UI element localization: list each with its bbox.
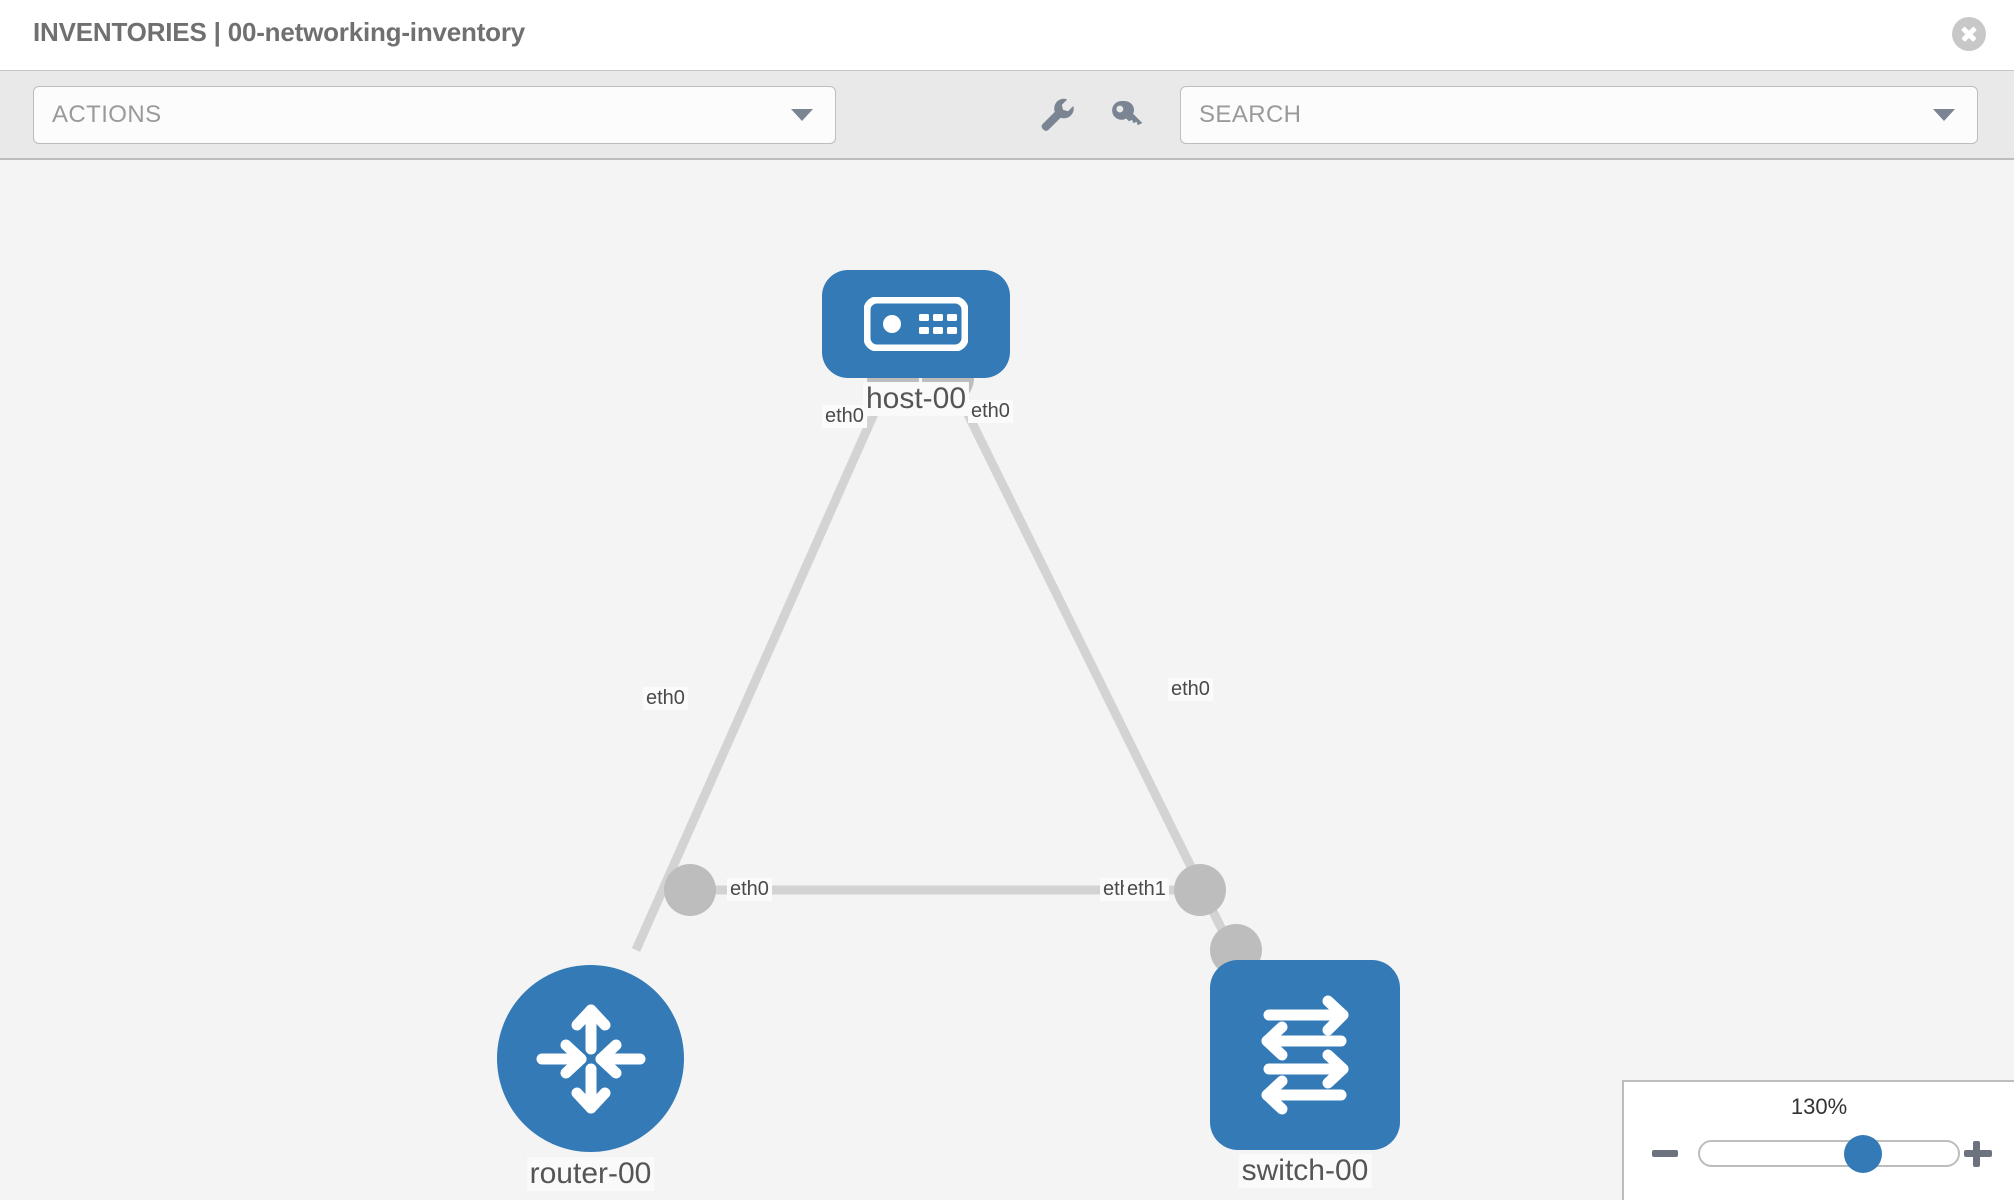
search-placeholder: SEARCH (1199, 101, 1302, 128)
zoom-level-value: 130% (1790, 1094, 1848, 1119)
zoom-control-panel: 130% (1622, 1080, 2014, 1200)
zoom-out-button[interactable] (1650, 1138, 1682, 1170)
chevron-down-icon (1933, 109, 1955, 121)
edge-label-switch-up: eth0 (1168, 678, 1213, 701)
node-label-switch-00: switch-00 (1238, 1154, 1372, 1188)
topology-canvas[interactable]: host-00 (0, 160, 2014, 1200)
actions-dropdown-label: ACTIONS (52, 101, 162, 128)
search-input[interactable]: SEARCH (1180, 86, 1978, 144)
toolbar: ACTIONS SEARCH (0, 70, 2014, 160)
node-router-00[interactable]: router-00 (497, 965, 684, 1191)
zoom-slider-thumb[interactable] (1843, 1134, 1882, 1173)
page-header: INVENTORIES | 00-networking-inventory (0, 0, 2014, 70)
key-icon[interactable] (1105, 93, 1149, 137)
four-arrows-converge-icon (536, 1004, 645, 1113)
page-title: INVENTORIES | 00-networking-inventory (33, 17, 526, 47)
close-icon[interactable] (1952, 17, 1986, 51)
switch-node-shape (1210, 960, 1400, 1150)
node-label-host-00: host-00 (862, 382, 970, 416)
node-switch-00[interactable]: switch-00 (1210, 960, 1400, 1188)
bidirectional-arrows-icon (1261, 995, 1349, 1115)
host-node-shape (822, 270, 1010, 378)
edge-label-router-right: eth0 (727, 878, 772, 901)
edge-label-host-left: eth0 (822, 405, 867, 428)
edge-label-switch-left-b: eth1 (1124, 878, 1169, 901)
router-node-shape (497, 965, 684, 1152)
actions-dropdown[interactable]: ACTIONS (33, 86, 836, 144)
zoom-in-button[interactable] (1962, 1138, 1994, 1170)
wrench-icon[interactable] (1035, 93, 1079, 137)
node-label-router-00: router-00 (526, 1157, 655, 1191)
chevron-down-icon (791, 109, 813, 121)
node-host-00[interactable]: host-00 (822, 270, 1010, 416)
server-device-icon (864, 297, 968, 351)
zoom-slider[interactable] (1698, 1134, 1960, 1173)
edge-label-router-up: eth0 (643, 687, 688, 710)
edge-label-host-right: eth0 (968, 400, 1013, 423)
